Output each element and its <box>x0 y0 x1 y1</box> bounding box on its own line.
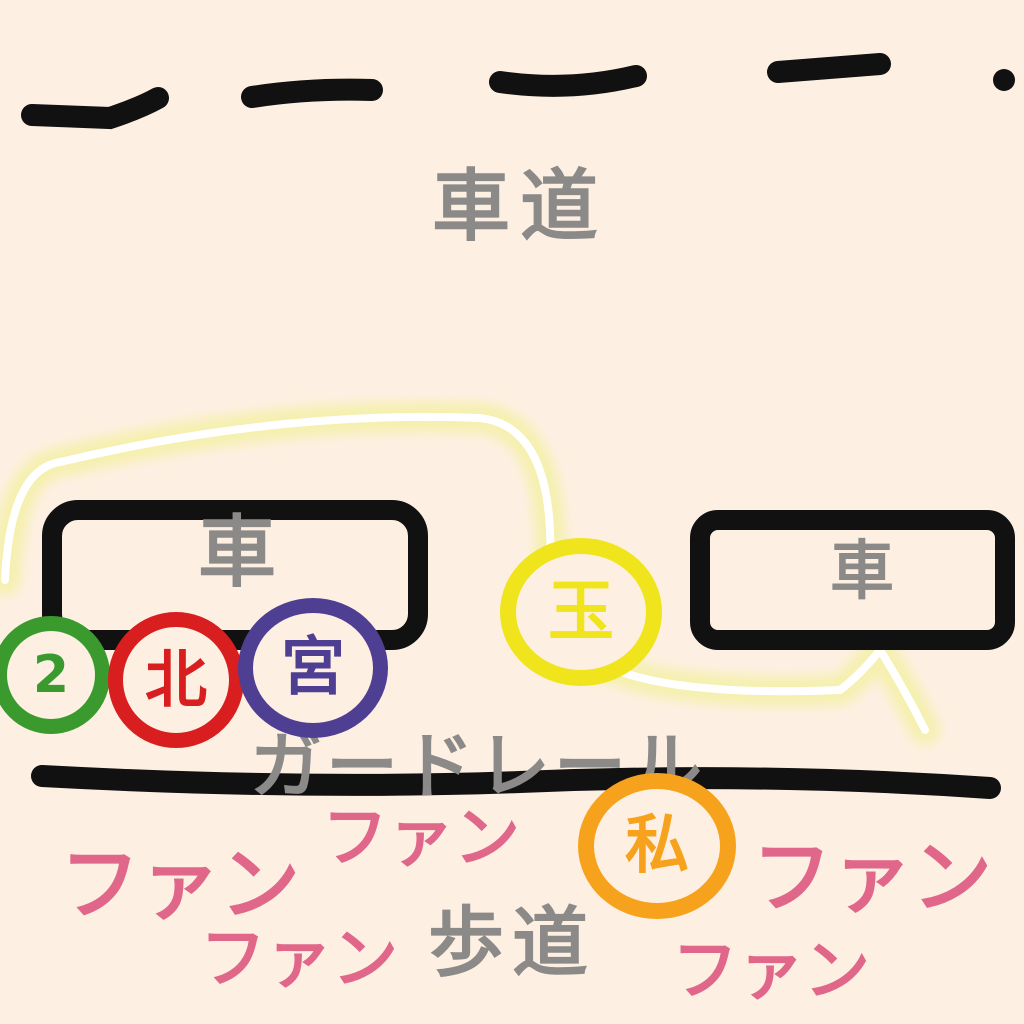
fan-label-1: ファン <box>322 799 520 876</box>
white-route-line <box>1 412 929 734</box>
fan-label-5: ファン <box>672 932 870 1009</box>
guardrail-line <box>31 765 1001 799</box>
person-circle-miya: 宮 <box>238 598 388 738</box>
person-kita-label: 北 <box>144 643 207 716</box>
person-me-label: 私 <box>625 809 689 883</box>
road-dot <box>993 69 1015 91</box>
road-label: 車道 <box>432 162 609 252</box>
fan-label-2: ファン <box>60 838 300 931</box>
person-circle-tama: 玉 <box>500 538 662 686</box>
car-left-body <box>42 500 428 650</box>
person-miya-label: 宮 <box>281 631 345 705</box>
road-dash-4 <box>767 53 891 83</box>
road-dash-1 <box>21 87 169 130</box>
car-right-label: 車 <box>830 535 894 609</box>
car-right-body <box>690 510 1015 650</box>
sidewalk-label: 歩道 <box>428 898 596 987</box>
person-circle-kita: 北 <box>108 612 244 748</box>
person-circle-me: 私 <box>578 773 736 919</box>
fan-label-3: ファン <box>752 831 992 924</box>
road-center-dashes <box>21 53 1015 130</box>
person-tama-label: 玉 <box>548 573 614 650</box>
fan-label-4: ファン <box>200 920 398 997</box>
road-dash-2 <box>241 78 383 108</box>
person-2-label: 2 <box>32 645 70 705</box>
car-left-label: 車 <box>198 508 277 598</box>
road-dash-3 <box>489 65 647 97</box>
